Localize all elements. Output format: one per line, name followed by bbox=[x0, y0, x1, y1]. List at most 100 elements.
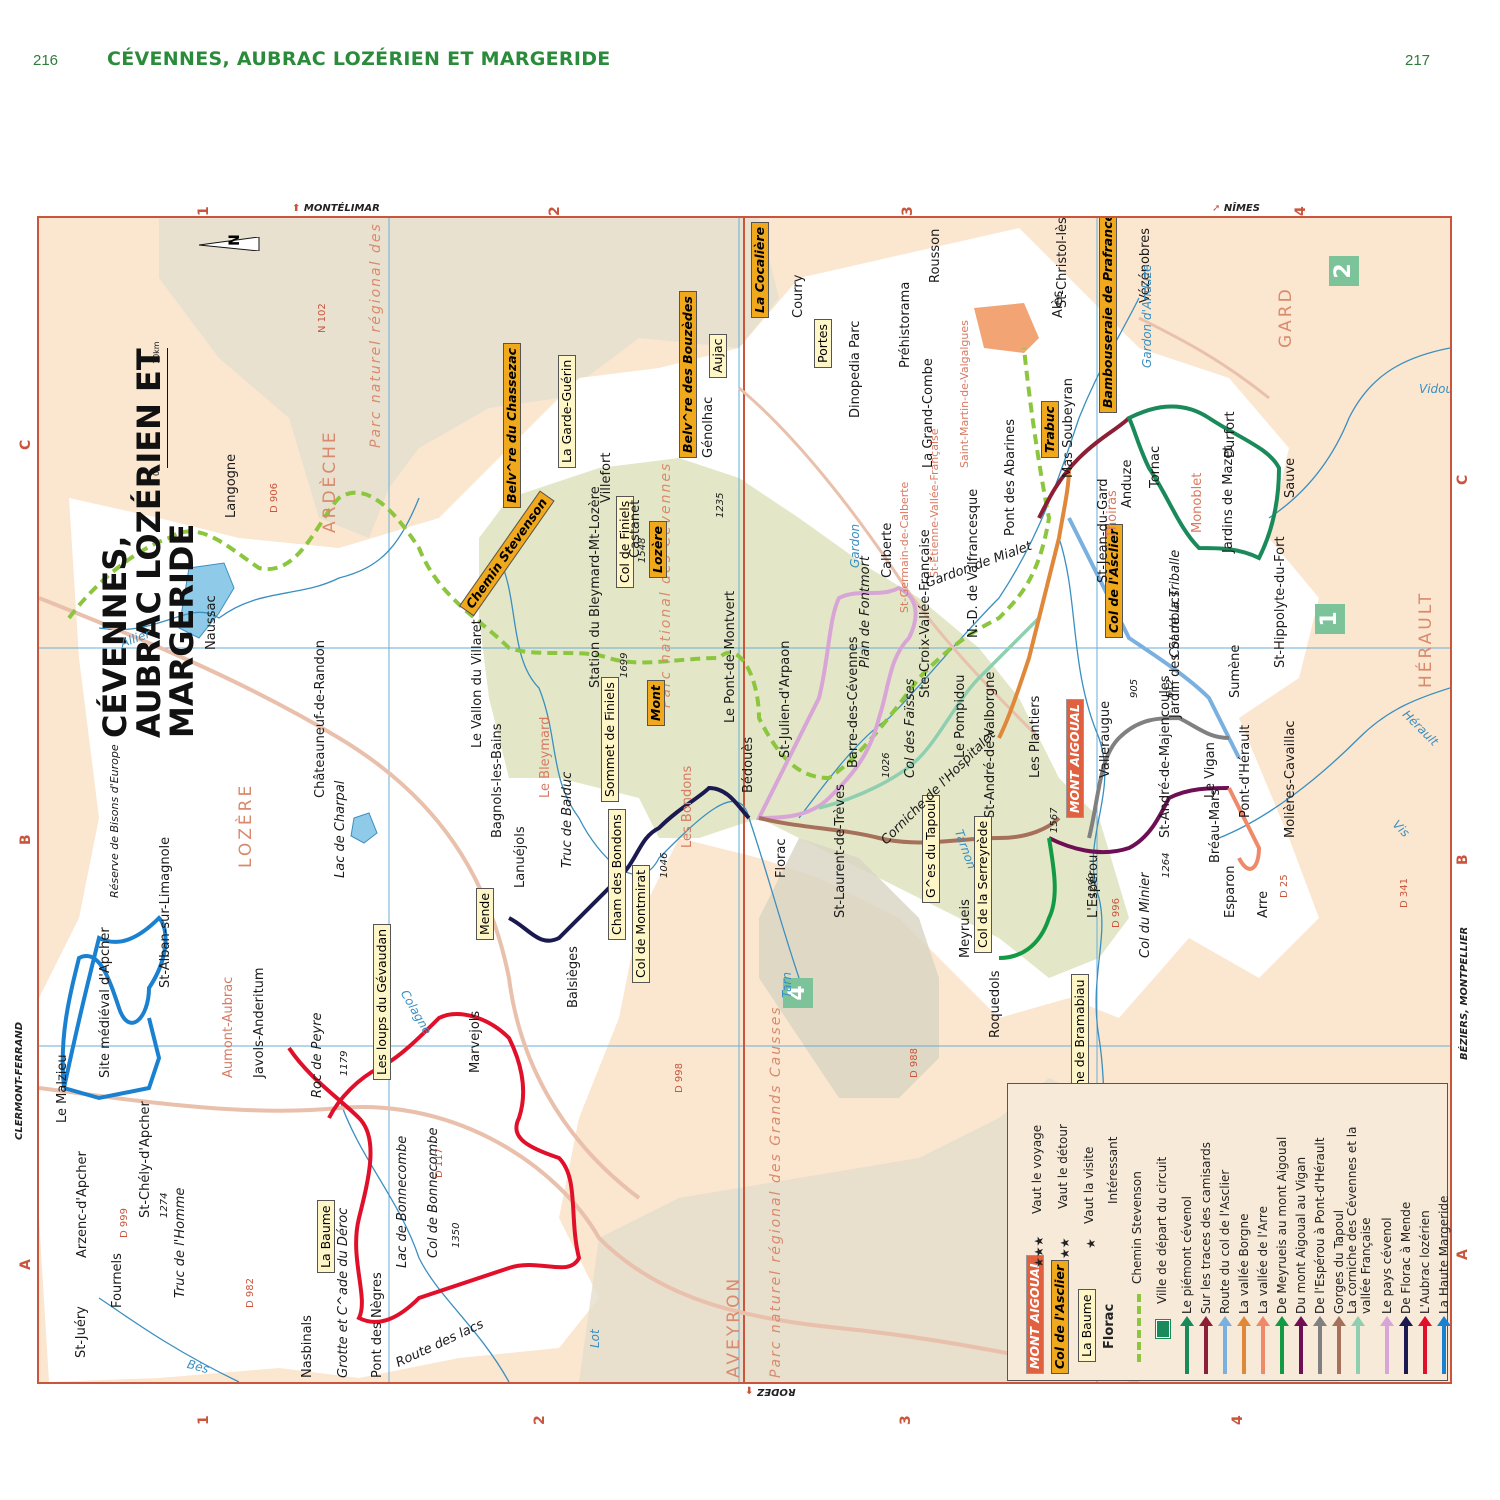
grid-col-3-bottom: 3 bbox=[898, 1415, 914, 1425]
town-meyrueis: Meyrueis bbox=[958, 899, 973, 958]
town-courry: Courry bbox=[791, 274, 806, 318]
town-bedoues: Bédouès bbox=[741, 736, 756, 793]
place-col-montmirat[interactable]: Col de Montmirat bbox=[632, 864, 651, 983]
town-esparon: Esparon bbox=[1223, 865, 1238, 918]
place-belvedere-chassezac[interactable]: Belv^re du Chassezac bbox=[503, 342, 522, 508]
place-col-serreyrede[interactable]: Col de la Serreyrède bbox=[974, 815, 993, 953]
grid-row-b-left: B bbox=[18, 834, 34, 845]
town-truc-homme: Truc de l'Homme bbox=[173, 1187, 188, 1298]
elevation-1567: 1567 bbox=[1049, 807, 1060, 833]
elevation-1274: 1274 bbox=[159, 1192, 170, 1218]
town-marvejols: Marvejols bbox=[468, 1010, 483, 1073]
town-mas-soubeyran: Mas Soubeyran bbox=[1061, 377, 1076, 478]
town-lac-bonnecombe: Lac de Bonnecombe bbox=[395, 1135, 410, 1268]
park-ardeche: Parc naturel régional des monts d'Ardèch… bbox=[368, 216, 384, 448]
place-loups-gevaudan[interactable]: Les loups du Gévaudan bbox=[373, 923, 392, 1080]
town-pont-abarines: Pont des Abarines bbox=[1003, 418, 1018, 536]
town-lac-charpal: Lac de Charpal bbox=[333, 780, 348, 878]
grid-col-3-top: 3 bbox=[900, 206, 916, 216]
elevation-1299: 1299 bbox=[1087, 872, 1098, 898]
town-bagnols: Bagnols-les-Bains bbox=[490, 723, 505, 838]
place-mende[interactable]: Mende bbox=[476, 887, 495, 940]
legend-sample-la-baume: La Baume bbox=[1078, 1289, 1097, 1362]
road-a75: D 999 bbox=[119, 1208, 130, 1238]
place-cham-bondons[interactable]: Cham des Bondons bbox=[608, 809, 627, 940]
town-les-plantiers: Les Plantiers bbox=[1028, 695, 1043, 778]
dept-ardeche: ARDÈCHE bbox=[320, 429, 340, 533]
edge-rodez: ⬇ RODEZ bbox=[745, 1386, 795, 1397]
grid-col-2-bottom: 2 bbox=[532, 1415, 548, 1425]
circuit-arrow-icon bbox=[1437, 1316, 1451, 1374]
legend-circuit-3: Route du col de l'Asclier bbox=[1218, 1169, 1232, 1314]
road-d107: D 982 bbox=[245, 1278, 256, 1308]
place-belvedere-bouzedes[interactable]: Belv^re des Bouzèdes bbox=[679, 291, 698, 458]
legend-stars-2: ★★ bbox=[1058, 1237, 1072, 1259]
place-sommet-finiels[interactable]: Sommet de Finiels bbox=[601, 677, 620, 802]
place-trabuc[interactable]: Trabuc bbox=[1041, 400, 1060, 458]
map-title-line-2: AUBRAC LOZÉRIEN ET bbox=[129, 348, 168, 738]
town-ste-croix: Ste-Croix-Vallée-Française bbox=[918, 529, 933, 698]
legend-circuit-7: Du mont Aigoual au Vigan bbox=[1294, 1156, 1308, 1314]
elevation-1548: 1548 bbox=[637, 537, 648, 563]
town-st-alban: St-Alban-sur-Limagnole bbox=[158, 836, 173, 988]
grid-row-c-right: C bbox=[1455, 474, 1471, 485]
town-tornac: Tornac bbox=[1148, 445, 1163, 488]
circuit-arrow-icon bbox=[1256, 1316, 1270, 1374]
town-st-laurent: St-Laurent-de-Trèves bbox=[833, 784, 848, 918]
town-st-andre-valborgne: St-André-de-Valborgne bbox=[983, 671, 998, 818]
elevation-1179: 1179 bbox=[339, 1050, 350, 1076]
town-balsieges: Balsièges bbox=[566, 946, 581, 1008]
place-la-baume[interactable]: La Baume bbox=[317, 1200, 336, 1273]
town-aumont: Aumont-Aubrac bbox=[221, 976, 236, 1078]
place-mont[interactable]: Mont bbox=[647, 680, 666, 726]
grid-col-1-bottom: 1 bbox=[196, 1415, 212, 1425]
place-la-cocaliere[interactable]: La Cocalière bbox=[751, 221, 770, 318]
town-pont-negres: Pont des Nègres bbox=[370, 1272, 385, 1378]
grid-col-2-top: 2 bbox=[547, 206, 563, 216]
map-title-line-1: CÉVENNES, bbox=[96, 535, 134, 738]
map-title-line-3: MARGERIDE bbox=[163, 523, 202, 738]
town-st-julien: St-Julien-d'Arpaon bbox=[778, 640, 793, 758]
town-valleraugue: Valleraugue bbox=[1098, 700, 1113, 778]
grid-row-c-left: C bbox=[18, 439, 34, 450]
edge-montelimar: ⬆ MONTÉLIMAR bbox=[292, 203, 380, 214]
town-st-jean-du-gard: St-Jean-du-Gard bbox=[1096, 478, 1111, 583]
place-aujac[interactable]: Aujac bbox=[709, 333, 728, 378]
elevation-1026: 1026 bbox=[881, 752, 892, 778]
place-bambouseraie[interactable]: Bambouseraie de Prafrance bbox=[1099, 218, 1118, 413]
circuit-arrow-icon bbox=[1275, 1316, 1289, 1374]
edge-clermont-label: CLERMONT-FERRAND bbox=[14, 1021, 25, 1140]
circuit-arrow-icon bbox=[1294, 1316, 1308, 1374]
town-pont-herault: Pont-d'Hérault bbox=[1238, 724, 1253, 818]
elevation-905: 905 bbox=[1129, 678, 1140, 698]
legend-sample-mont-aigoual: MONT AIGOUAL bbox=[1026, 1255, 1045, 1374]
chapter-title: CÉVENNES, AUBRAC LOZÉRIEN ET MARGERIDE bbox=[107, 48, 611, 70]
legend-interessant: Intéressant bbox=[1106, 1136, 1120, 1204]
town-prehistorama: Préhistorama bbox=[898, 281, 913, 368]
legend-start-town: Ville de départ du circuit bbox=[1155, 1156, 1169, 1304]
place-portes[interactable]: Portes bbox=[814, 319, 833, 368]
direction-arrow-icon: ⬆ bbox=[292, 203, 301, 214]
place-mont-aigoual[interactable]: MONT AIGOUAL bbox=[1066, 699, 1085, 818]
town-monoblet: Monoblet bbox=[1190, 472, 1205, 533]
town-plan-fontmort: Plan de Fontmort bbox=[858, 556, 873, 668]
place-lozere[interactable]: Lozère bbox=[649, 521, 668, 578]
road-d814: D 25 bbox=[1279, 874, 1290, 898]
circuit-arrow-icon bbox=[1351, 1316, 1365, 1374]
circuit-arrow-icon bbox=[1399, 1316, 1413, 1374]
legend-circuit-10: La corniche des Cévennes et la vallée Fr… bbox=[1345, 1126, 1373, 1314]
elevation-612: 612 bbox=[1165, 678, 1176, 698]
legend-circuit-11: Le pays cévenol bbox=[1380, 1217, 1394, 1314]
town-grotte-deroc: Grotte et C^ade du Déroc bbox=[336, 1207, 351, 1378]
town-le-bleymard: Le Bleymard bbox=[538, 716, 553, 798]
legend-circuit-13: L'Aubrac lozérien bbox=[1418, 1210, 1432, 1314]
place-la-garde-guerin[interactable]: La Garde-Guérin bbox=[558, 354, 577, 468]
road-d998: D 998 bbox=[674, 1063, 685, 1093]
town-st-germain: St-Germain-de-Calberte bbox=[898, 481, 911, 613]
town-nasbinals: Nasbinals bbox=[300, 1315, 315, 1378]
legend-circuit-4: La vallée Borgne bbox=[1237, 1213, 1251, 1314]
direction-arrow-icon: ⬇ bbox=[745, 1386, 754, 1397]
map-frame: 2 1 4 N 0 10km CÉVENNES, AUBRAC LOZÉRIEN… bbox=[37, 216, 1452, 1384]
circuit-arrow-icon bbox=[1237, 1316, 1251, 1374]
town-vallon-villaret: Le Vallon du Villaret bbox=[470, 619, 485, 748]
